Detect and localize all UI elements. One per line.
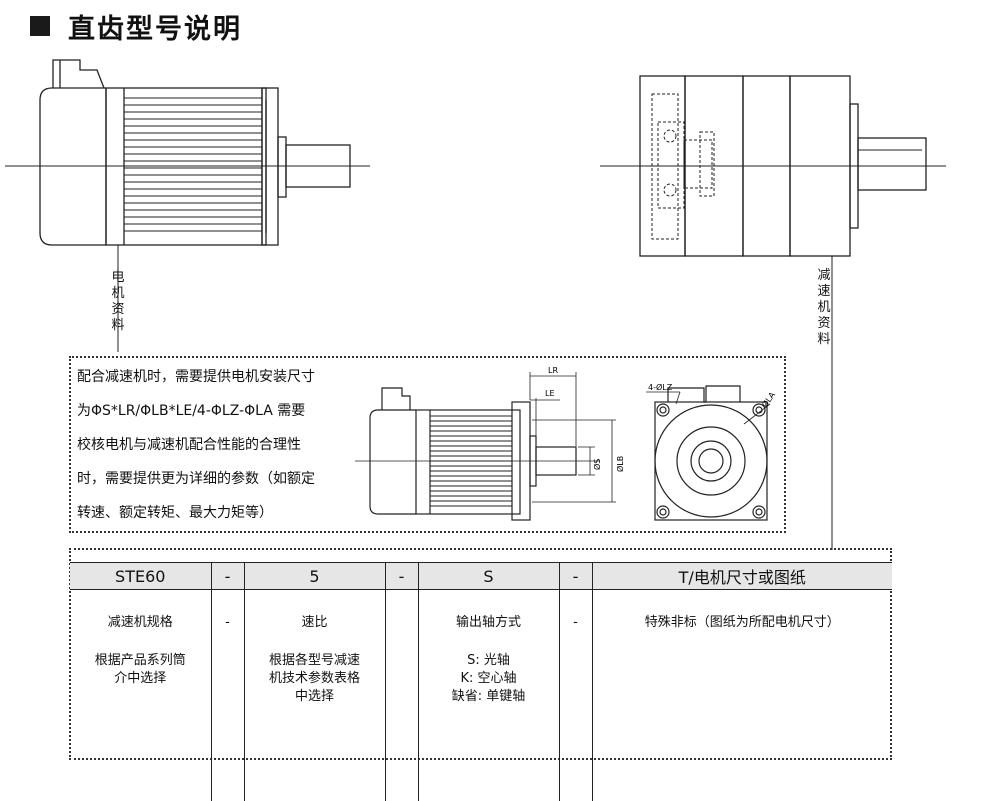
- table-header-row: STE60 - 5 - S - T/电机尺寸或图纸: [70, 563, 892, 590]
- table-cell: 特殊非标（图纸为所配电机尺寸）: [592, 590, 892, 801]
- motor-mounting-note-box: 配合减速机时，需要提供电机安装尺寸 为ΦS*LR/ΦLB*LE/4-ΦLZ-ΦL…: [69, 356, 786, 533]
- table-cell-text: 缺省: 单键轴: [420, 688, 558, 706]
- table-row: 减速机规格根据产品系列筒介中选择 - 速比根据各型号减速机技术参数表格中选择 输…: [70, 590, 892, 801]
- table-cell-text: 减速机规格: [71, 614, 210, 632]
- table-cell-text: [420, 632, 558, 652]
- motor-drawing: [5, 60, 370, 352]
- note-line: 校核电机与减速机配合性能的合理性: [77, 434, 301, 454]
- header-cell: -: [211, 563, 244, 590]
- note-line: 时，需要提供更为详细的参数（如额定: [77, 468, 315, 488]
- table-cell-text: [71, 632, 210, 652]
- reducer-data-label: 减速机资料: [816, 268, 832, 348]
- header-cell: T/电机尺寸或图纸: [592, 563, 892, 590]
- table-cell-text: 根据各型号减速: [246, 652, 384, 670]
- header-cell: STE60: [70, 563, 211, 590]
- note-line: 转速、额定转矩、最大力矩等）: [77, 502, 273, 522]
- table-cell-text: -: [213, 614, 243, 632]
- header-cell: S: [418, 563, 559, 590]
- header-cell: 5: [244, 563, 385, 590]
- motor-data-label: 电机资料: [110, 270, 126, 334]
- table-cell-text: 中选择: [246, 688, 384, 706]
- table-cell-text: 介中选择: [71, 670, 210, 688]
- table-cell: [385, 590, 418, 801]
- table-cell-text: 根据产品系列筒: [71, 652, 210, 670]
- table-cell-text: S: 光轴: [420, 652, 558, 670]
- header-cell: -: [559, 563, 592, 590]
- table-cell-text: 特殊非标（图纸为所配电机尺寸）: [594, 614, 892, 632]
- table-cell-text: 机技术参数表格: [246, 670, 384, 688]
- header-cell: -: [385, 563, 418, 590]
- model-code-table: STE60 - 5 - S - T/电机尺寸或图纸 减速机规格根据产品系列筒介中…: [70, 562, 892, 801]
- table-cell: 减速机规格根据产品系列筒介中选择: [70, 590, 211, 801]
- note-line: 配合减速机时，需要提供电机安装尺寸: [77, 366, 315, 386]
- table-cell: -: [211, 590, 244, 801]
- table-cell-text: 速比: [246, 614, 384, 632]
- table-cell-text: K: 空心轴: [420, 670, 558, 688]
- table-cell: 速比根据各型号减速机技术参数表格中选择: [244, 590, 385, 801]
- table-cell-text: [246, 632, 384, 652]
- table-cell: -: [559, 590, 592, 801]
- note-line: 为ΦS*LR/ΦLB*LE/4-ΦLZ-ΦLA 需要: [77, 400, 305, 420]
- table-cell-text: 输出轴方式: [420, 614, 558, 632]
- table-cell-text: -: [561, 614, 591, 632]
